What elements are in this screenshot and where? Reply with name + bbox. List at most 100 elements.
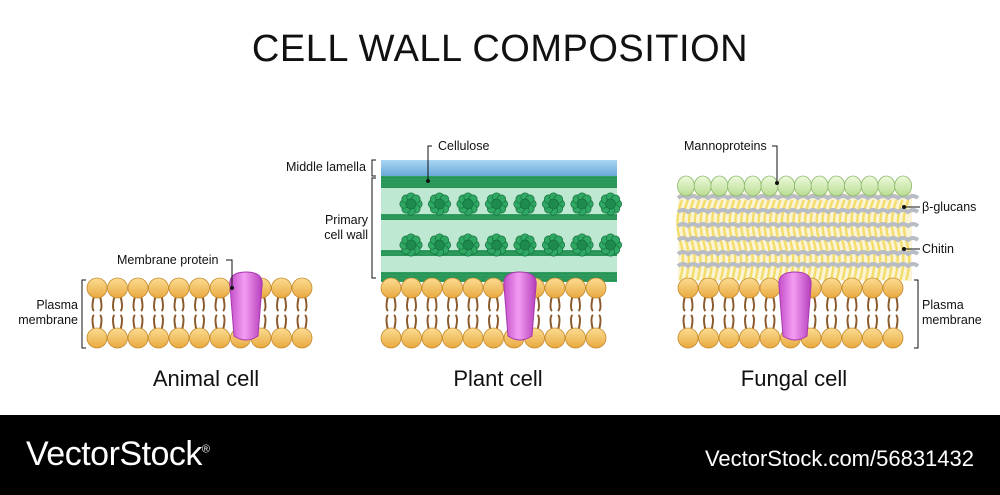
lipid-head bbox=[401, 327, 422, 349]
leader-dot bbox=[902, 205, 906, 209]
lipid-tail bbox=[91, 314, 95, 331]
lipid-tail bbox=[140, 295, 144, 312]
lipid-tail bbox=[214, 295, 218, 312]
mannoprotein bbox=[743, 175, 762, 197]
lipid-head bbox=[380, 327, 402, 349]
lipid-tail bbox=[690, 314, 694, 331]
membrane-proteins bbox=[229, 271, 812, 341]
lipid-tail bbox=[214, 314, 218, 331]
cellulose-microfibril bbox=[519, 198, 531, 210]
lipid-head bbox=[462, 327, 484, 349]
lipid-head bbox=[677, 277, 699, 299]
middle-lamella-label: Middle lamella bbox=[286, 160, 366, 174]
cellulose-microfibril bbox=[434, 239, 445, 251]
lipid-tail bbox=[570, 314, 574, 331]
fungal-plasma-membrane bbox=[677, 277, 904, 349]
lipid-tail bbox=[577, 314, 581, 331]
lipid-tail bbox=[867, 295, 871, 312]
beta-glucan-layer bbox=[676, 250, 920, 257]
lipid-head bbox=[759, 327, 781, 349]
lipid-tail bbox=[132, 295, 136, 312]
beta-glucan-layer bbox=[676, 208, 920, 215]
lipid-head bbox=[271, 277, 292, 299]
lipid-head bbox=[862, 277, 883, 299]
lipid-tail bbox=[895, 295, 899, 312]
lipid-tail bbox=[99, 314, 103, 331]
lipid-head bbox=[718, 277, 740, 299]
lipid-tail bbox=[764, 314, 768, 331]
lipid-tail bbox=[710, 295, 714, 312]
lipid-tail bbox=[826, 314, 830, 331]
cell-wall-diagram bbox=[81, 145, 920, 349]
lipid-tail bbox=[690, 295, 694, 312]
animal-plasma-membrane-label: Plasma membrane bbox=[18, 298, 78, 327]
lipid-head bbox=[291, 327, 313, 349]
mannoprotein bbox=[727, 175, 745, 197]
lipid-head bbox=[483, 327, 504, 349]
lipid-tail bbox=[772, 295, 776, 312]
lipid-tail bbox=[874, 295, 878, 312]
middle-lamella-bracket bbox=[371, 159, 376, 177]
lipid-tail bbox=[751, 314, 755, 331]
lipid-tail bbox=[140, 314, 144, 331]
lipid-tail bbox=[495, 295, 499, 312]
lipid-tail bbox=[296, 314, 300, 331]
cellulose-microfibril bbox=[405, 198, 417, 210]
lipid-tail bbox=[201, 314, 205, 331]
cellulose-microfibril bbox=[491, 239, 502, 251]
lipid-head bbox=[127, 327, 149, 349]
lipid-head bbox=[271, 327, 292, 349]
lipid-tail bbox=[557, 314, 561, 331]
lipid-tail bbox=[536, 295, 540, 312]
mannoprotein bbox=[677, 175, 695, 197]
beta-glucan-layer bbox=[676, 236, 920, 243]
lipid-tail bbox=[153, 295, 157, 312]
mannoproteins-leader bbox=[772, 145, 778, 183]
cellulose-band bbox=[381, 214, 617, 220]
lipid-tail bbox=[887, 295, 891, 312]
lipid-tail bbox=[406, 314, 410, 331]
fungal-cell-wall bbox=[676, 175, 920, 281]
lipid-tail bbox=[447, 314, 451, 331]
mannoprotein bbox=[860, 175, 879, 197]
mannoprotein bbox=[844, 175, 862, 197]
lipid-head bbox=[189, 277, 210, 299]
lipid-tail bbox=[112, 295, 116, 312]
membrane-protein bbox=[778, 271, 812, 341]
cellulose-microfibril bbox=[605, 198, 616, 210]
lipid-tail bbox=[598, 295, 602, 312]
leader-dot bbox=[902, 247, 906, 251]
lipid-tail bbox=[99, 295, 103, 312]
animal-cell-label: Animal cell bbox=[152, 366, 260, 391]
lipid-head bbox=[841, 277, 863, 299]
lipid-head bbox=[107, 327, 128, 349]
leader-dot bbox=[775, 181, 779, 185]
lipid-tail bbox=[194, 295, 198, 312]
lipid-head bbox=[565, 277, 586, 299]
lipid-tail bbox=[393, 295, 397, 312]
beta-glucan-layer bbox=[676, 262, 920, 269]
page-title: CELL WALL COMPOSITION bbox=[251, 28, 749, 70]
lipid-tail bbox=[173, 295, 177, 312]
lipid-tail bbox=[549, 314, 553, 331]
label-leader-lines bbox=[81, 145, 920, 349]
lipid-tail bbox=[160, 295, 164, 312]
footer-bar bbox=[0, 415, 1000, 495]
fungal-plasma-membrane-label: Plasma membrane bbox=[922, 298, 982, 327]
beta-glucan-layer bbox=[676, 194, 920, 201]
lipid-head bbox=[718, 327, 740, 349]
lipid-tail bbox=[283, 295, 287, 312]
lipid-head bbox=[698, 277, 719, 299]
lipid-head bbox=[739, 277, 760, 299]
lipid-tail bbox=[549, 295, 553, 312]
lipid-tail bbox=[557, 295, 561, 312]
lipid-tail bbox=[434, 295, 438, 312]
lipid-tail bbox=[393, 314, 397, 331]
lipid-tail bbox=[833, 314, 837, 331]
middle-lamella bbox=[381, 160, 617, 176]
lipid-tail bbox=[846, 295, 850, 312]
lipid-tail bbox=[764, 295, 768, 312]
lipid-tail bbox=[112, 314, 116, 331]
lipid-tail bbox=[467, 314, 471, 331]
cellulose-label: Cellulose bbox=[438, 139, 490, 153]
